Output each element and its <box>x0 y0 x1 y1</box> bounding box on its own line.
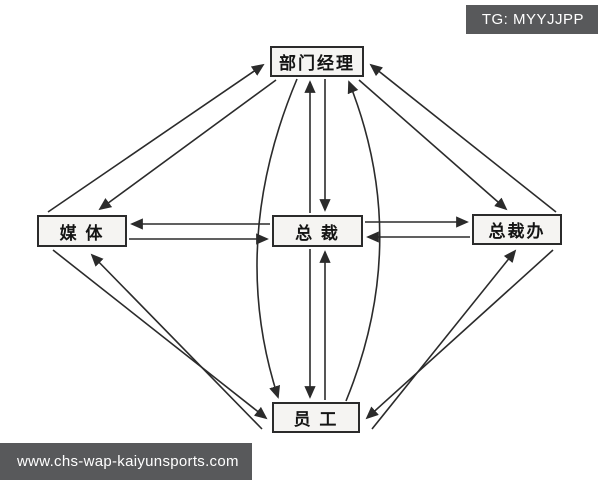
edge-office-to-manager <box>369 63 557 213</box>
telegram-badge: TG: MYYJJPP <box>465 5 598 34</box>
edge-media-to-staff <box>52 249 268 420</box>
node-media: 媒 体 <box>37 215 127 247</box>
edge-manager-to-staff-curve <box>256 78 298 399</box>
edge-staff-to-manager-curve <box>345 80 381 402</box>
node-department-manager: 部门经理 <box>270 46 364 77</box>
node-staff: 员 工 <box>272 402 360 433</box>
edge-staff-to-media <box>90 253 263 430</box>
watermark-url: www.chs-wap-kaiyunsports.com <box>0 443 252 480</box>
edge-manager-to-media <box>98 79 277 211</box>
node-president-office: 总裁办 <box>472 214 562 245</box>
edge-media-to-manager <box>47 63 265 213</box>
node-president: 总 裁 <box>272 215 363 247</box>
edge-staff-to-office <box>371 249 517 430</box>
edge-manager-to-office <box>358 79 508 211</box>
edge-office-to-staff <box>365 249 554 420</box>
